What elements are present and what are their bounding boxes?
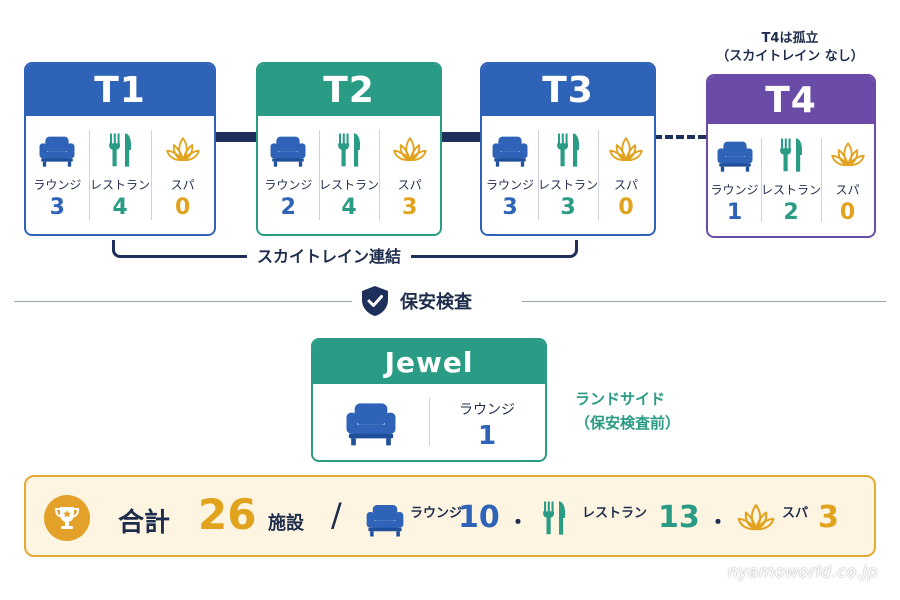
terminal-title: T2 bbox=[258, 64, 440, 116]
lotus-icon bbox=[392, 137, 427, 162]
lounge-chair-icon bbox=[366, 505, 404, 537]
fork-knife-icon bbox=[557, 133, 580, 167]
lounge-count: 2 bbox=[280, 195, 296, 220]
fork-knife-icon bbox=[543, 501, 566, 535]
jewel-title: Jewel bbox=[313, 340, 545, 384]
terminal-title: T4 bbox=[708, 76, 874, 124]
trophy-badge bbox=[44, 495, 90, 541]
security-divider-right bbox=[522, 301, 886, 302]
spa-count: 0 bbox=[175, 195, 191, 220]
lotus-icon bbox=[165, 137, 200, 162]
total-slash: / bbox=[331, 496, 342, 534]
no-link-t3-t4 bbox=[654, 135, 706, 139]
spa-label: スパ bbox=[397, 178, 422, 192]
landside-line2: （保安検査前） bbox=[575, 414, 681, 432]
total-unit: 施設 bbox=[268, 513, 304, 534]
lotus-icon bbox=[737, 504, 775, 531]
total-spa-label: スパ bbox=[782, 506, 809, 521]
restaurant-label: レストラン bbox=[90, 178, 151, 192]
lounge-label: ラウンジ bbox=[33, 178, 82, 192]
lounge-chair-icon bbox=[346, 403, 396, 446]
total-separator: ・ bbox=[708, 510, 728, 534]
total-count: 26 bbox=[198, 490, 257, 539]
security-check: 保安検査 bbox=[352, 285, 480, 317]
total-restaurant-count: 13 bbox=[658, 500, 700, 535]
spa-label: スパ bbox=[835, 183, 860, 197]
skytrain-label: スカイトレイン連結 bbox=[247, 243, 412, 267]
spa-cell: スパ 0 bbox=[821, 124, 874, 236]
total-summary-bar bbox=[24, 475, 876, 557]
security-label: 保安検査 bbox=[400, 292, 472, 313]
total-lounge-label: ラウンジ bbox=[410, 506, 463, 521]
jewel-lounge-icon-cell bbox=[313, 384, 429, 460]
lounge-cell: ラウンジ 3 bbox=[482, 116, 538, 234]
skytrain-link-t1-t2 bbox=[214, 132, 258, 142]
lounge-label: ラウンジ bbox=[710, 183, 759, 197]
jewel-lounge-cell: ラウンジ 1 bbox=[429, 384, 545, 460]
lounge-count: 3 bbox=[502, 195, 518, 220]
lounge-cell: ラウンジ 3 bbox=[26, 116, 89, 234]
lounge-count: 3 bbox=[49, 195, 65, 220]
restaurant-count: 3 bbox=[560, 195, 576, 220]
fork-knife-icon bbox=[780, 138, 803, 172]
shield-check-icon bbox=[362, 286, 388, 316]
restaurant-count: 4 bbox=[341, 195, 357, 220]
terminal-card-t4: T4 ラウンジ 1 レストラン 2 スパ 0 bbox=[706, 74, 876, 238]
terminal-card-t3: T3 ラウンジ 3 レストラン 3 スパ 0 bbox=[480, 62, 656, 236]
spa-count: 0 bbox=[839, 200, 856, 225]
spa-cell: スパ 0 bbox=[151, 116, 214, 234]
terminal-card-t1: T1 ラウンジ 3 レストラン 4 スパ 0 bbox=[24, 62, 216, 236]
t4-isolated-note: T4は孤立 （スカイトレイン なし） bbox=[700, 30, 880, 66]
lounge-label: ラウンジ bbox=[485, 178, 534, 192]
total-lounge-count: 10 bbox=[458, 500, 500, 535]
spa-cell: スパ 0 bbox=[598, 116, 654, 234]
restaurant-label: レストラン bbox=[538, 178, 599, 192]
lounge-cell: ラウンジ 1 bbox=[708, 124, 761, 236]
total-label: 合計 bbox=[118, 508, 171, 538]
spa-label: スパ bbox=[170, 178, 195, 192]
lotus-icon bbox=[609, 137, 643, 162]
restaurant-count: 4 bbox=[112, 195, 128, 220]
lounge-chair-icon bbox=[270, 136, 306, 167]
total-spa-count: 3 bbox=[818, 500, 839, 535]
terminal-title: T1 bbox=[26, 64, 214, 116]
skytrain-link-t2-t3 bbox=[440, 132, 482, 142]
fork-knife-icon bbox=[109, 133, 132, 167]
t4-note-line2: （スカイトレイン なし） bbox=[716, 49, 864, 64]
jewel-card: Jewel ラウンジ 1 bbox=[311, 338, 547, 462]
restaurant-count: 2 bbox=[783, 200, 799, 225]
restaurant-cell: レストラン 4 bbox=[318, 116, 380, 234]
restaurant-cell: レストラン 2 bbox=[761, 124, 821, 236]
terminal-title: T3 bbox=[482, 64, 654, 116]
landside-line1: ランドサイド bbox=[575, 390, 666, 408]
spa-count: 3 bbox=[402, 195, 418, 220]
watermark: nyamoworld.co.jp bbox=[727, 562, 878, 581]
lounge-count: 1 bbox=[477, 421, 497, 451]
restaurant-label: レストラン bbox=[319, 178, 380, 192]
lounge-chair-icon bbox=[39, 136, 75, 167]
restaurant-cell: レストラン 3 bbox=[538, 116, 598, 234]
restaurant-label: レストラン bbox=[761, 183, 822, 197]
lounge-chair-icon bbox=[717, 141, 752, 172]
lounge-label: ラウンジ bbox=[459, 402, 515, 418]
lounge-chair-icon bbox=[492, 136, 528, 167]
restaurant-cell: レストラン 4 bbox=[88, 116, 152, 234]
terminal-card-t2: T2 ラウンジ 2 レストラン 4 スパ 3 bbox=[256, 62, 442, 236]
trophy-icon bbox=[54, 507, 80, 529]
lounge-label: ラウンジ bbox=[264, 178, 313, 192]
lounge-count: 1 bbox=[726, 200, 743, 225]
lotus-icon bbox=[830, 142, 865, 167]
fork-knife-icon bbox=[338, 133, 361, 167]
lounge-cell: ラウンジ 2 bbox=[258, 116, 319, 234]
spa-count: 0 bbox=[618, 195, 634, 220]
total-separator: ・ bbox=[508, 510, 528, 534]
security-divider-left bbox=[14, 301, 354, 302]
spa-label: スパ bbox=[614, 178, 639, 192]
landside-note: ランドサイド （保安検査前） bbox=[575, 387, 680, 435]
spa-cell: スパ 3 bbox=[379, 116, 440, 234]
total-restaurant-label: レストラン bbox=[582, 506, 648, 521]
t4-note-line1: T4は孤立 bbox=[761, 31, 819, 46]
